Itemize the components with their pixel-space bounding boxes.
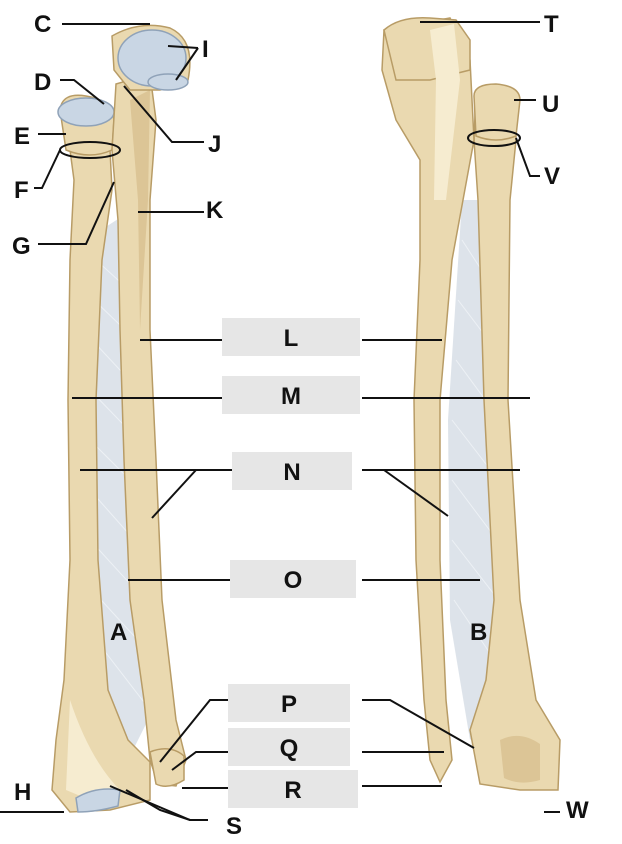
radial-head-cartilage xyxy=(57,97,115,127)
anterior-view-illustration xyxy=(51,24,191,813)
ulna-shadow xyxy=(130,90,150,330)
label-A: A xyxy=(110,619,127,646)
label-V: V xyxy=(544,163,560,190)
box-L: L xyxy=(222,318,360,356)
label-T: T xyxy=(544,11,559,38)
label-H: H xyxy=(14,779,31,806)
box-M-text: M xyxy=(281,383,301,410)
label-B: B xyxy=(470,619,487,646)
ulnar-head-anterior xyxy=(149,748,185,787)
label-U: U xyxy=(542,91,559,118)
label-boxes: L M N O P Q R xyxy=(222,318,360,808)
label-S: S xyxy=(226,813,242,840)
label-J: J xyxy=(208,131,221,158)
ulna-anterior xyxy=(111,73,187,787)
radius-posterior xyxy=(469,89,561,791)
box-O-text: O xyxy=(284,567,303,594)
ulna-posterior xyxy=(381,17,475,784)
radial-head-posterior xyxy=(473,83,521,141)
radius-neck-ring-posterior xyxy=(467,129,521,147)
letter-labels: C I D E J F K G A H S T U V B W xyxy=(12,11,589,840)
radius-distal-highlight xyxy=(66,700,120,800)
radius-anterior xyxy=(51,149,151,813)
box-P-text: P xyxy=(281,691,297,718)
box-Q: Q xyxy=(228,728,350,766)
box-L-text: L xyxy=(284,325,299,352)
box-O: O xyxy=(230,560,356,598)
box-P: P xyxy=(228,684,350,722)
box-R: R xyxy=(228,770,358,808)
label-C: C xyxy=(34,11,51,38)
label-W: W xyxy=(566,797,589,824)
radial-notch-cartilage xyxy=(147,73,189,91)
leader-lines xyxy=(0,21,560,821)
box-R-text: R xyxy=(284,777,301,804)
box-Q-text: Q xyxy=(280,735,299,762)
label-D: D xyxy=(34,69,51,96)
distal-radius-cartilage xyxy=(75,788,121,813)
radius-distal-shadow xyxy=(500,735,540,783)
label-G: G xyxy=(12,233,31,260)
box-N: N xyxy=(232,452,352,490)
ulna-posterior-highlight xyxy=(430,24,460,200)
label-F: F xyxy=(14,177,29,204)
box-N-text: N xyxy=(283,459,300,486)
box-M: M xyxy=(222,376,360,414)
posterior-view-illustration xyxy=(381,17,561,791)
label-K: K xyxy=(206,197,224,224)
label-E: E xyxy=(14,123,30,150)
label-I: I xyxy=(202,36,209,63)
